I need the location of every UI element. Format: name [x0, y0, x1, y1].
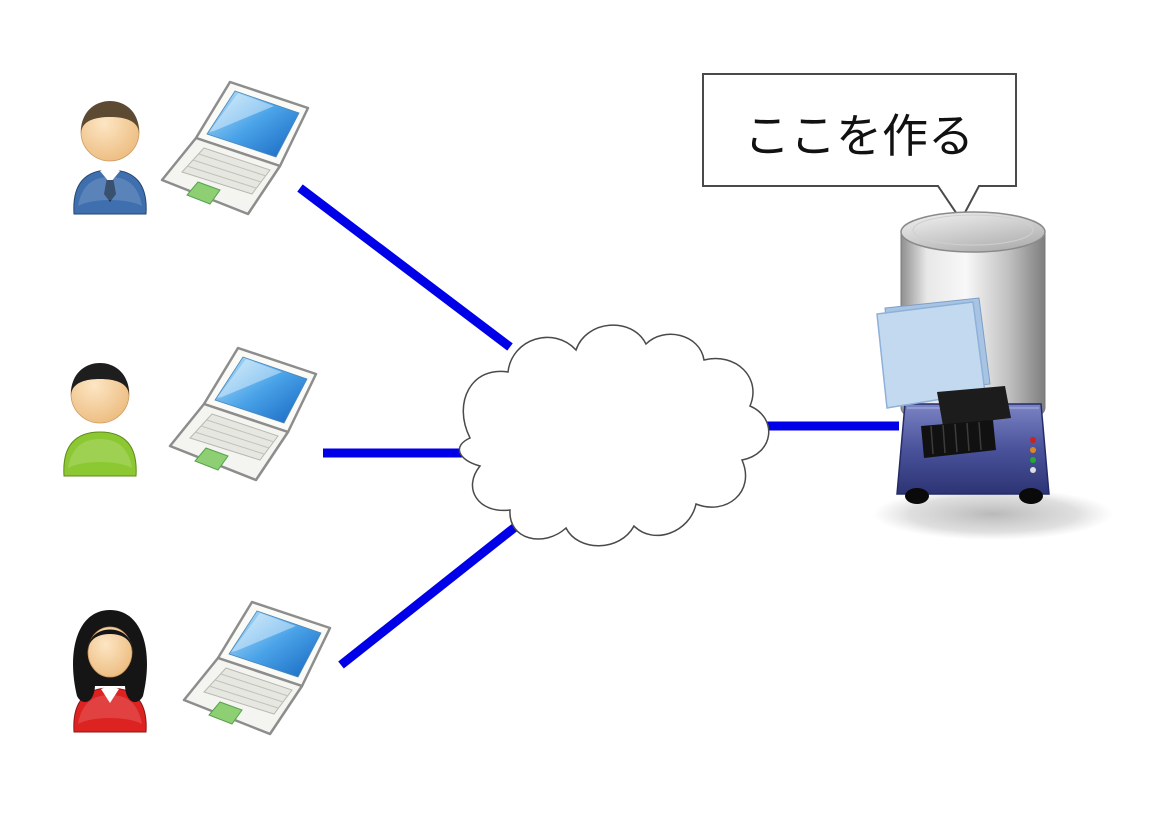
- server-led-green: [1030, 457, 1036, 463]
- laptop-1-screen: [206, 90, 300, 158]
- laptop-3-screen-glare: [231, 613, 296, 652]
- user-2-icon: [63, 363, 137, 477]
- server-foot-left: [905, 488, 929, 504]
- cloud-icon: [458, 324, 770, 547]
- laptop-3-key-row: [208, 685, 279, 709]
- user-3-face: [87, 626, 133, 678]
- user-1-collar: [100, 168, 120, 183]
- user-1-hair: [80, 101, 140, 134]
- laptop-1-key-row: [192, 159, 262, 183]
- laptop-2-key-row: [194, 431, 265, 455]
- server-vent-slit: [930, 425, 934, 455]
- server-icon: [873, 211, 1113, 540]
- server-vent-slit: [978, 421, 982, 451]
- callout: ここを作る: [702, 73, 1017, 222]
- user-2-body: [63, 431, 137, 477]
- callout-bubble: [702, 73, 1017, 222]
- laptop-2-key-row: [206, 419, 275, 443]
- laptop-3-icon: [182, 600, 332, 736]
- server-vent-slit: [942, 424, 946, 454]
- connector-client3-cloud: [338, 520, 522, 669]
- laptop-3-key-row: [220, 673, 289, 697]
- server-tray: [937, 386, 1011, 426]
- laptop-1-key-row: [198, 153, 267, 177]
- laptop-2-key-row: [200, 425, 270, 449]
- user-2-hair: [70, 363, 130, 396]
- user-3-icon: [73, 610, 147, 733]
- laptop-2-trackpad: [194, 447, 229, 471]
- laptop-1-key-row: [186, 165, 257, 189]
- server-led-orange: [1030, 447, 1036, 453]
- laptop-1-icon: [160, 80, 310, 216]
- laptop-2-screen: [214, 356, 308, 424]
- callout-label: ここを作る: [744, 109, 974, 163]
- server-led-white: [1030, 467, 1036, 473]
- laptop-3-key-row: [214, 679, 284, 703]
- server-led-red: [1030, 437, 1036, 443]
- server-vent-slit: [954, 423, 958, 453]
- laptop-2-icon: [168, 346, 318, 482]
- laptop-3-trackpad: [208, 701, 243, 725]
- server-vent-slit: [966, 422, 970, 452]
- server-vent-grille: [921, 420, 996, 458]
- user-3-vneck: [101, 687, 119, 703]
- user-1-body-highlight: [78, 177, 142, 206]
- connector-client1-cloud: [297, 184, 513, 351]
- server-cylinder-lid: [912, 214, 1034, 246]
- user-2-body-highlight: [68, 439, 132, 468]
- laptop-1-screen-glare: [209, 93, 274, 132]
- laptop-1-trackpad: [186, 181, 221, 205]
- user-3-body-highlight: [78, 695, 142, 724]
- connector-lines: [297, 184, 899, 669]
- server-cylinder-top: [900, 211, 1046, 253]
- server-shadow: [873, 488, 1113, 540]
- laptop-3-screen: [228, 610, 322, 678]
- user-1-tie: [104, 180, 116, 202]
- user-1-icon: [73, 101, 147, 215]
- server-foot-right: [1019, 488, 1043, 504]
- user-3-hair-fringe: [87, 629, 133, 652]
- laptop-2-screen-glare: [217, 359, 282, 398]
